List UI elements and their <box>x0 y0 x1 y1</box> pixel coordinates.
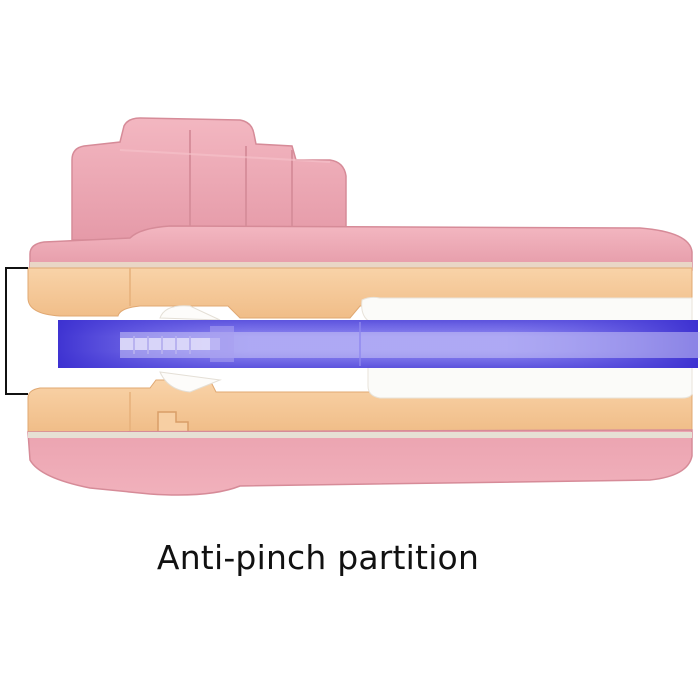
bottom-pink-shell <box>27 429 693 496</box>
handle-knob <box>71 117 347 241</box>
anti-pinch-partition <box>58 320 700 368</box>
top-sponge <box>361 296 693 323</box>
caption-label: Anti-pinch partition <box>156 538 480 577</box>
product-illustration <box>5 117 700 496</box>
bottom-sponge <box>367 365 693 399</box>
measurement-bracket <box>5 267 28 395</box>
top-pink-shell <box>29 225 693 271</box>
